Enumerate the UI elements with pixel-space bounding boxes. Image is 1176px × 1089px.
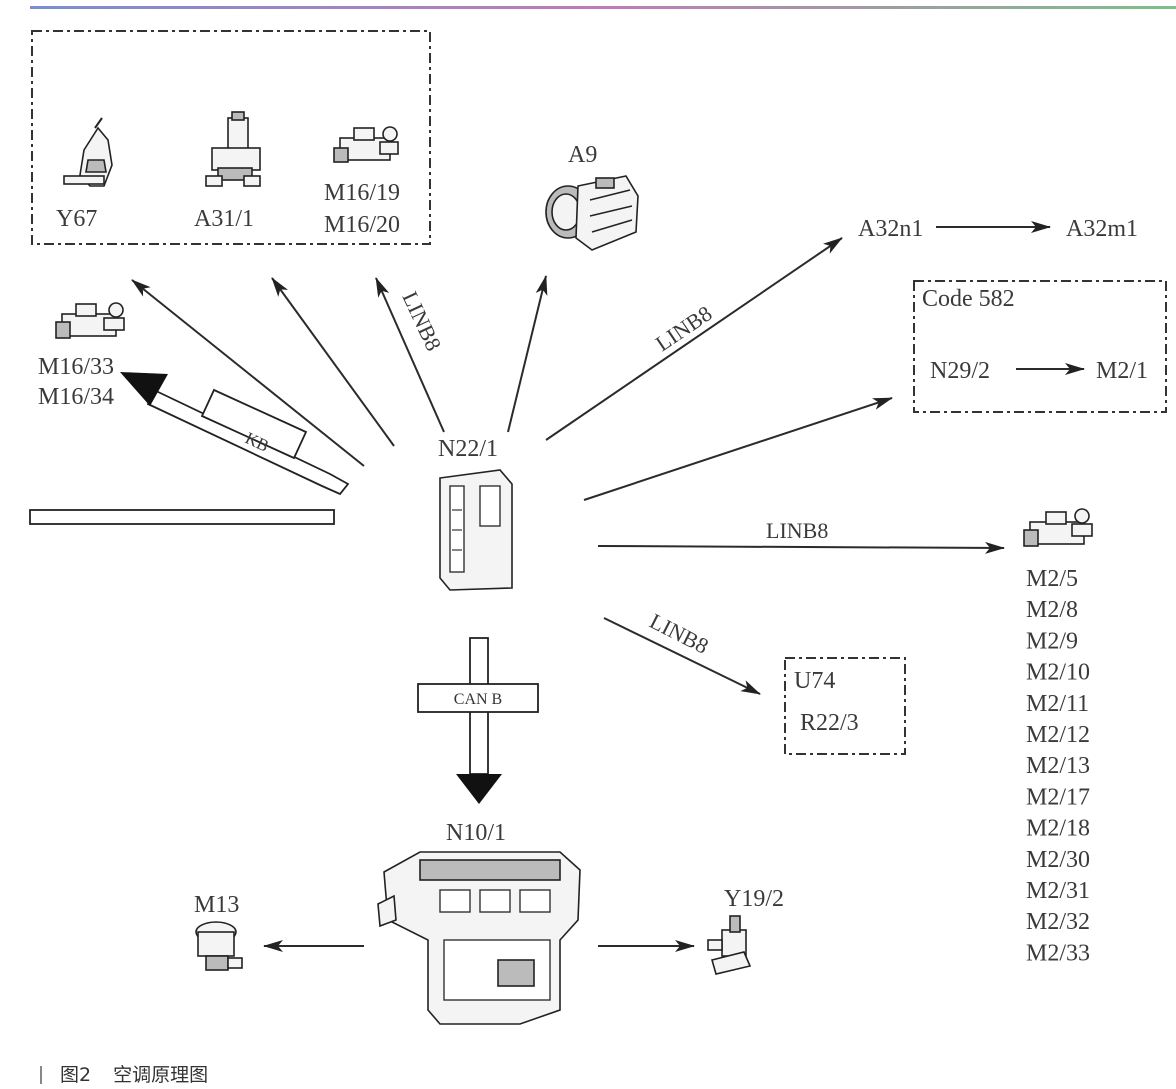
arrow-to-m16-19: [375, 277, 445, 433]
label-m13: M13: [194, 892, 239, 918]
arrow-to-u74: [603, 617, 761, 695]
m2-list-item: M2/13: [1026, 753, 1090, 779]
linb8-label-down: LINB8: [646, 608, 713, 659]
label-m16-19: M16/19: [324, 180, 400, 206]
m2-list-item: M2/18: [1026, 816, 1090, 842]
label-a9: A9: [568, 142, 597, 168]
m16-33-motor-icon: [55, 302, 125, 339]
kb-bus-arrow: KB: [120, 372, 350, 496]
linb8-label-right: LINB8: [766, 518, 828, 543]
m2-list-item: M2/30: [1026, 847, 1090, 873]
m2-list-item: M2/17: [1026, 784, 1090, 810]
arrow-to-y67: [131, 279, 365, 467]
can-b-bus-arrow: CAN B: [417, 637, 539, 804]
label-m16-20: M16/20: [324, 212, 400, 238]
label-n29-2: N29/2: [930, 358, 990, 384]
label-y67: Y67: [56, 206, 97, 232]
label-m16-34: M16/34: [38, 384, 114, 410]
m2-list-item: M2/8: [1026, 597, 1078, 623]
m2-list-item: M2/5: [1026, 566, 1078, 592]
arrow-to-a31-1: [271, 277, 395, 447]
m2-motor-icon: [1023, 508, 1093, 547]
m2-list-item: M2/10: [1026, 660, 1090, 686]
label-y19-2: Y19/2: [724, 886, 784, 912]
caption-bar: [40, 1066, 42, 1084]
caption-number: 图2: [60, 1064, 92, 1086]
a31-1-actuator-icon: [205, 111, 261, 187]
n10-1-sam-module-icon: [377, 851, 581, 1025]
a9-compressor-icon: [545, 175, 639, 251]
label-a32n1: A32n1: [858, 216, 923, 242]
bus-bar-left: [29, 509, 335, 525]
label-a31-1: A31/1: [194, 206, 254, 232]
arrow-to-a9: [507, 275, 548, 433]
y67-valve-icon: [63, 117, 113, 187]
linb8-label-upright: LINB8: [651, 301, 717, 357]
arrow-to-code582: [583, 397, 893, 501]
m2-list-item: M2/11: [1026, 691, 1089, 717]
m2-list-item: M2/9: [1026, 628, 1078, 654]
arrow-to-m2-group: [597, 541, 1005, 554]
n22-1-control-module-icon: [439, 469, 513, 591]
label-u74: U74: [794, 668, 835, 694]
arrow-to-a32n1: [545, 237, 843, 441]
m2-list-item: M2/12: [1026, 722, 1090, 748]
m2-motor-list: M2/5M2/8M2/9M2/10M2/11M2/12M2/13M2/17M2/…: [1026, 566, 1090, 966]
label-n10-1: N10/1: [446, 820, 506, 846]
m2-list-item: M2/31: [1026, 878, 1090, 904]
label-r22-3: R22/3: [800, 710, 859, 736]
m2-list-item: M2/33: [1026, 940, 1090, 966]
top-rule: [30, 6, 1176, 9]
label-m2-1: M2/1: [1096, 358, 1148, 384]
figure-caption: 图2 空调原理图: [40, 1060, 208, 1087]
m13-pump-icon: [195, 921, 243, 971]
m16-19-motor-icon: [333, 126, 399, 163]
dashed-box-u74: [784, 657, 906, 755]
m2-list-item: M2/32: [1026, 909, 1090, 935]
y19-2-valve-icon: [707, 915, 752, 975]
label-m16-33: M16/33: [38, 354, 114, 380]
label-n22-1: N22/1: [438, 436, 498, 462]
dashed-box-code582: [913, 280, 1167, 413]
caption-title: 空调原理图: [113, 1064, 209, 1086]
dashed-group-box-actuators: [31, 30, 431, 245]
can-b-bus-label: CAN B: [454, 691, 502, 708]
label-code582: Code 582: [922, 286, 1015, 312]
label-a32m1: A32m1: [1066, 216, 1138, 242]
